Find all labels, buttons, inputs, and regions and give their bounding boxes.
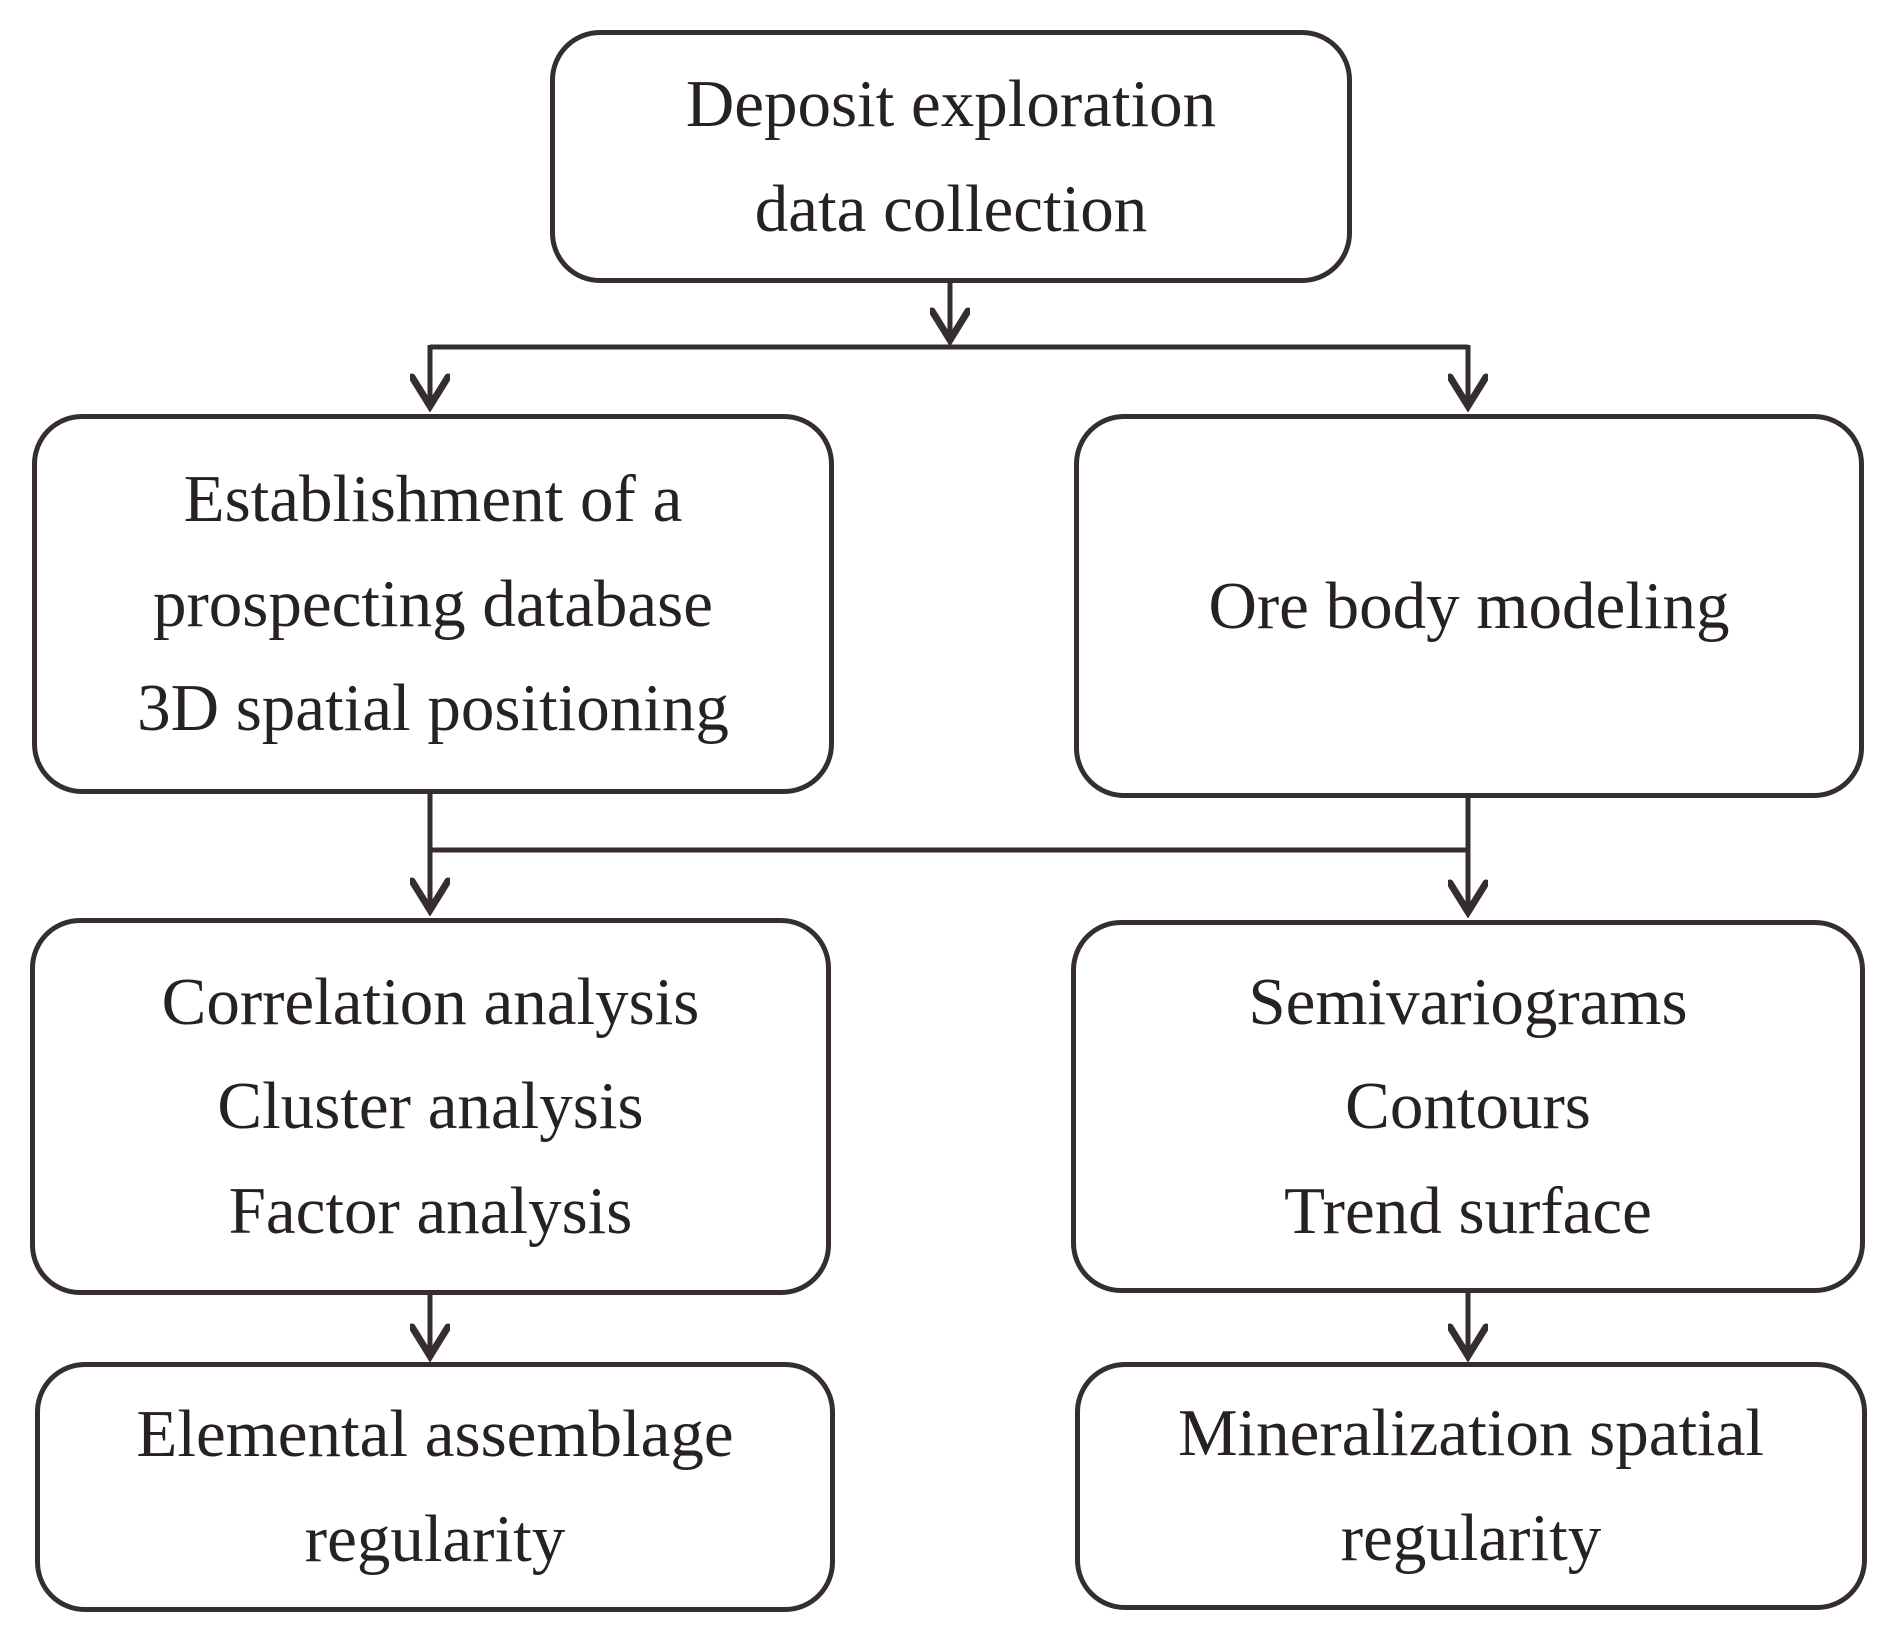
node-text-line: Ore body modeling [1208,568,1730,643]
node-text: Elemental assemblage regularity [136,1382,733,1591]
node-deposit-exploration: Deposit exploration data collection [550,30,1352,283]
node-text-line: Correlation analysis [161,964,700,1039]
node-prospecting-database: Establishment of a prospecting database … [32,414,834,794]
node-text: Mineralization spatial regularity [1178,1381,1764,1590]
node-text: Establishment of a prospecting database … [137,447,729,761]
node-text: Deposit exploration data collection [686,52,1216,261]
node-text-line: 3D spatial positioning [137,671,729,746]
node-mineralization-spatial-regularity: Mineralization spatial regularity [1075,1362,1867,1610]
node-text: Ore body modeling [1208,554,1729,659]
node-text-line: Cluster analysis [217,1069,644,1144]
node-elemental-assemblage-regularity: Elemental assemblage regularity [35,1362,835,1612]
node-text: Correlation analysis Cluster analysis Fa… [162,950,700,1264]
node-text-line: data collection [754,171,1148,246]
node-geostatistics: Semivariograms Contours Trend surface [1071,920,1865,1293]
node-text: Semivariograms Contours Trend surface [1248,950,1687,1264]
node-text-line: regularity [304,1502,566,1576]
node-text-line: regularity [1340,1501,1602,1575]
node-text-line: Establishment of a [183,462,683,537]
node-statistical-analysis: Correlation analysis Cluster analysis Fa… [30,918,831,1295]
node-ore-body-modeling: Ore body modeling [1074,414,1864,798]
node-text-line: Mineralization spatial [1177,1396,1765,1471]
node-text-line: Factor analysis [228,1173,633,1248]
node-text-line: Deposit exploration [685,66,1217,141]
node-text-line: Trend surface [1284,1173,1652,1248]
node-text-line: prospecting database [153,566,713,641]
node-text-line: Semivariograms [1248,964,1688,1039]
node-text-line: Contours [1345,1069,1591,1144]
node-text-line: Elemental assemblage [136,1397,734,1472]
